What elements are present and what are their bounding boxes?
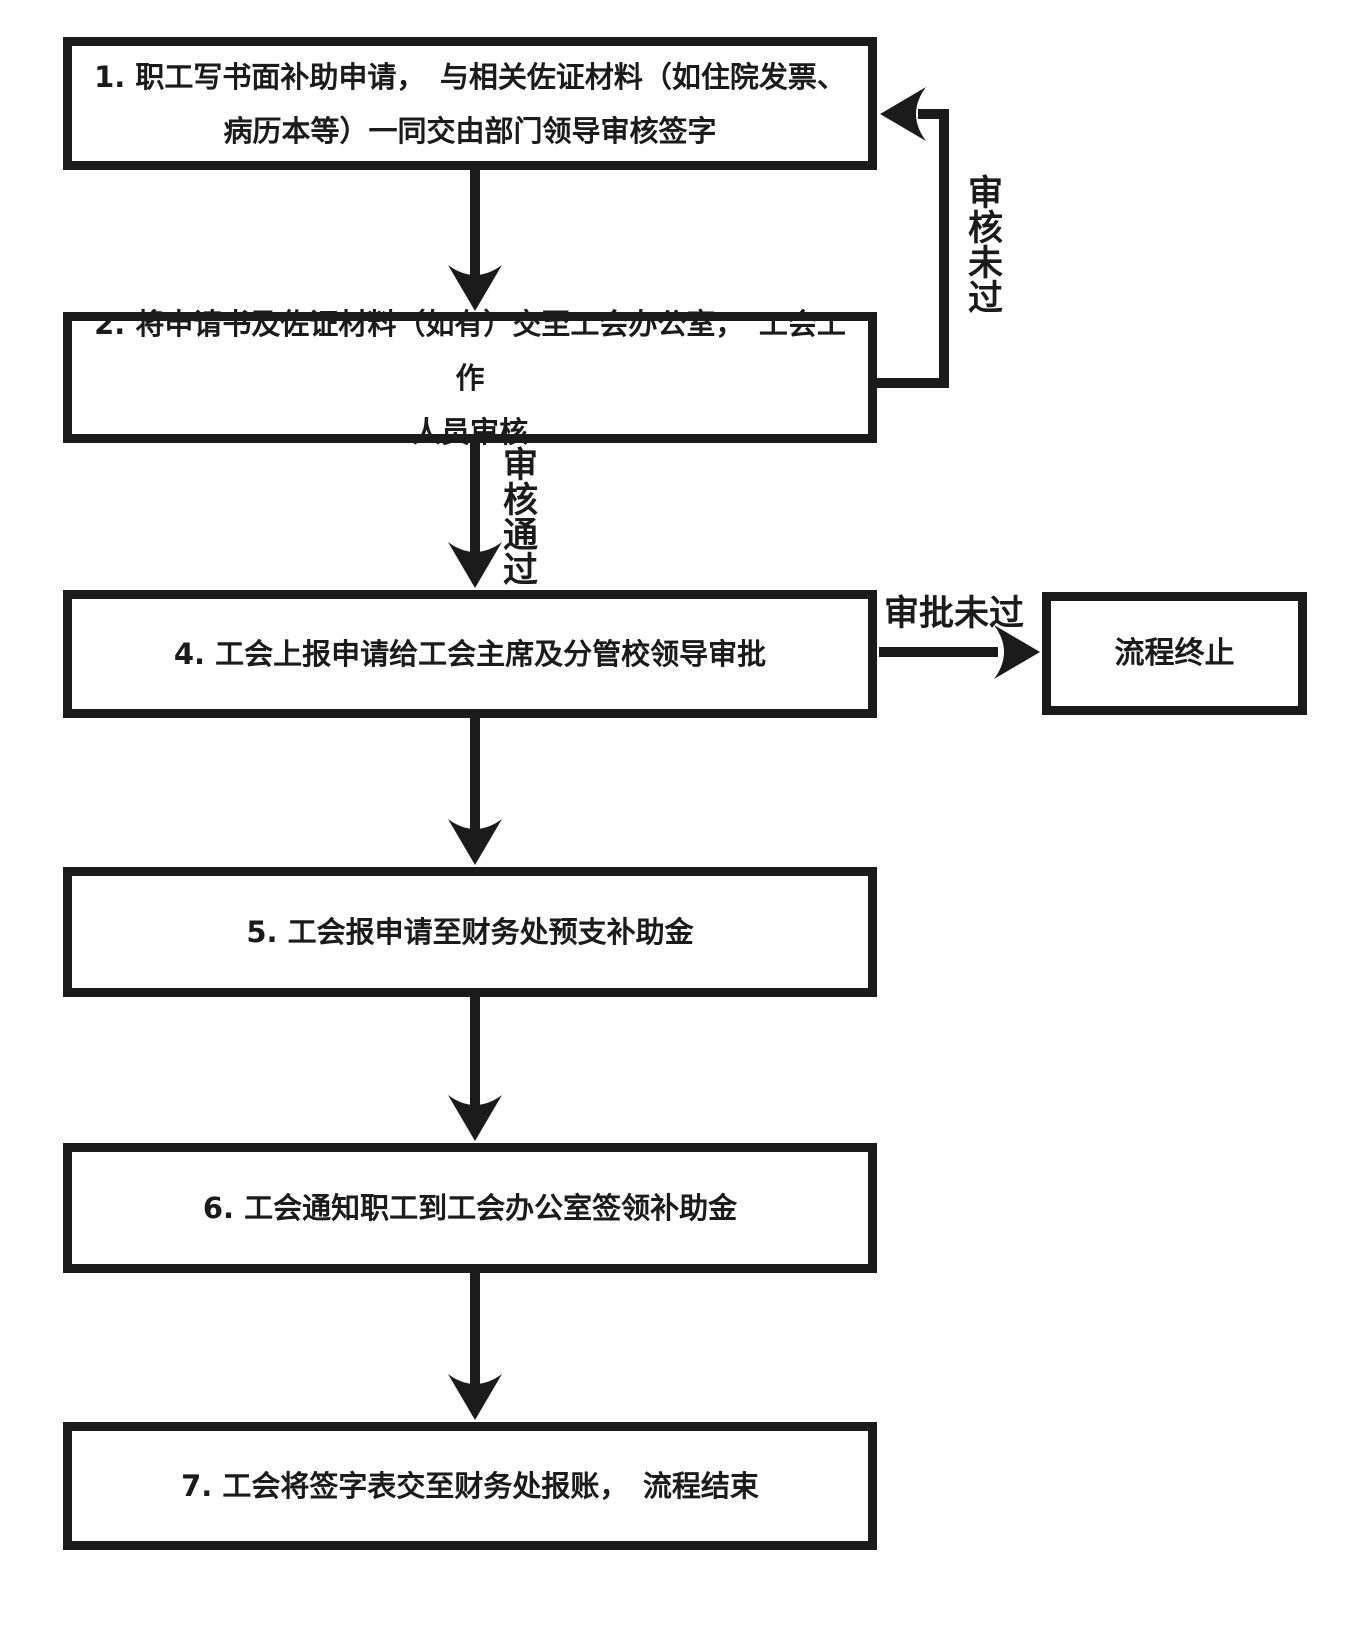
terminal-box: 流程终止 xyxy=(1042,592,1307,715)
arrow-step6-to-step7 xyxy=(448,1271,502,1420)
arrow-step2-to-step4 xyxy=(448,441,502,588)
step-1-label: 1. 职工写书面补助申请， 与相关佐证材料（如住院发票、 病历本等）一同交由部门… xyxy=(94,59,846,148)
step-box-6: 6. 工会通知职工到工会办公室签领补助金 xyxy=(63,1143,877,1273)
edge-label-review-failed: 审核未过 xyxy=(962,174,1002,314)
step-2-label: 2. 将申请书及佐证材料（如有）交至工会办公室， 工会工作 人员审核 xyxy=(94,306,846,449)
edge-label-approval-failed: 审批未过 xyxy=(884,594,1025,634)
arrow-step2-to-step1-feedback xyxy=(873,87,949,388)
terminal-label: 流程终止 xyxy=(1114,635,1235,671)
step-6-label: 6. 工会通知职工到工会办公室签领补助金 xyxy=(202,1191,738,1225)
arrow-step1-to-step2 xyxy=(448,168,502,311)
arrow-step4-to-step5 xyxy=(448,716,502,865)
step-7-label: 7. 工会将签字表交至财务处报账， 流程结束 xyxy=(181,1469,759,1503)
step-box-1: 1. 职工写书面补助申请， 与相关佐证材料（如住院发票、 病历本等）一同交由部门… xyxy=(63,37,877,170)
arrow-step5-to-step6 xyxy=(448,995,502,1141)
step-5-label: 5. 工会报申请至财务处预支补助金 xyxy=(246,915,694,949)
step-box-4: 4. 工会上报申请给工会主席及分管校领导审批 xyxy=(63,590,877,718)
step-4-label: 4. 工会上报申请给工会主席及分管校领导审批 xyxy=(173,637,767,671)
step-box-2: 2. 将申请书及佐证材料（如有）交至工会办公室， 工会工作 人员审核 xyxy=(63,307,877,449)
step-box-5: 5. 工会报申请至财务处预支补助金 xyxy=(63,867,877,997)
step-box-7: 7. 工会将签字表交至财务处报账， 流程结束 xyxy=(63,1422,877,1550)
arrow-step4-to-terminal xyxy=(879,625,1040,679)
edge-label-review-passed: 审核通过 xyxy=(497,446,537,586)
